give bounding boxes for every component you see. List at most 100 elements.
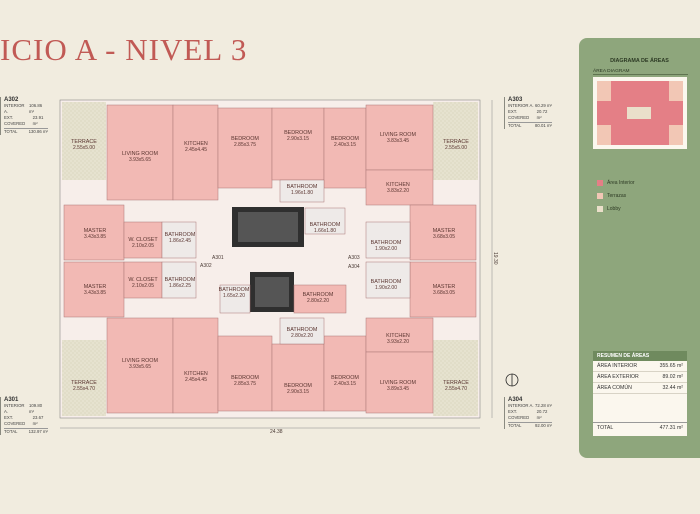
room-label: MASTER — [84, 228, 107, 234]
interior-value: 72.28 m² — [535, 403, 552, 408]
north-arrow-icon — [505, 373, 519, 387]
room-label: TERRACE — [71, 380, 97, 386]
room-label: BEDROOM — [331, 375, 359, 381]
total-value: 477.31 m² — [659, 425, 683, 431]
room-dimension: 3.89x3.45 — [387, 386, 409, 392]
swatch-icon — [597, 193, 603, 199]
bathroom-nw — [161, 221, 197, 259]
interior-value: 106.86 m² — [29, 103, 43, 114]
legend-item-lobby: Lobby — [597, 206, 621, 212]
room-dimension: 2.80x2.20 — [307, 298, 329, 304]
unit-name: A303 — [508, 97, 523, 103]
room-label: LIVING ROOM — [122, 358, 158, 364]
kitchen-a302 — [172, 104, 219, 201]
living-room-a304 — [365, 351, 434, 414]
height-dimension: 19.30 — [492, 252, 498, 265]
room-label: W. CLOSET — [128, 237, 158, 243]
summary-title: RESUMEN DE ÁREAS — [593, 351, 687, 361]
area-diagram-panel: DIAGRAMA DE ÁREAS ÁREA DIAGRAM Área Inte… — [579, 38, 700, 458]
room-dimension: 2.45x4.45 — [185, 377, 207, 383]
room-dimension: 2.10x2.05 — [132, 283, 154, 289]
room-label: MASTER — [433, 284, 456, 290]
room-label: BEDROOM — [284, 130, 312, 136]
unit-tag-a302: A302 — [200, 263, 212, 269]
interior-label: INTERIOR A. — [508, 103, 534, 108]
ext-label: EXT. COVERED — [4, 415, 26, 426]
room-dimension: 2.55x5.00 — [445, 145, 467, 151]
room-dimension: 1.65x2.20 — [223, 293, 245, 299]
room-dimension: 3.83x2.20 — [387, 188, 409, 194]
ext-value: 20.72 m² — [536, 109, 548, 120]
interior-label: INTERIOR A. — [4, 103, 25, 114]
unit-tag-a301: A301 — [212, 255, 224, 261]
room-dimension: 3.68x3.05 — [433, 234, 455, 240]
unit-info-a304: A304 INTERIOR A.72.28 m² EXT. COVERED 20.… — [504, 397, 552, 429]
room-label: TERRACE — [443, 139, 469, 145]
unit-tag-a304: A304 — [348, 264, 360, 270]
ext-label: EXT. COVERED — [508, 409, 530, 420]
room-dimension: 2.80x2.20 — [291, 333, 313, 339]
room-label: BATHROOM — [287, 184, 318, 190]
legend-item-terrace: Terrazas — [597, 193, 626, 199]
bathroom-center-s — [219, 284, 251, 314]
bathroom-ne — [365, 221, 411, 259]
bedroom-2 — [271, 107, 325, 181]
room-label: KITCHEN — [184, 141, 208, 147]
stair-south — [255, 277, 289, 307]
kitchen-a304 — [365, 317, 434, 353]
bedroom-1 — [217, 107, 273, 189]
total-label: TOTAL — [597, 425, 614, 431]
bedroom-5 — [271, 343, 325, 412]
unit-name: A301 — [4, 397, 19, 403]
living-room-a301 — [106, 317, 174, 414]
interior-label: INTERIOR A. — [4, 403, 25, 414]
summary-value: 32.44 m² — [662, 385, 683, 391]
room-dimension: 3.93x5.65 — [129, 157, 151, 163]
bathroom-south — [279, 317, 325, 345]
width-dimension: 24.38 — [270, 429, 283, 435]
terrace-ne — [433, 102, 478, 180]
total-label: TOTAL — [508, 423, 522, 428]
room-dimension: 3.93x5.65 — [129, 364, 151, 370]
room-dimension: 1.96x1.80 — [291, 190, 313, 196]
room-label: BEDROOM — [231, 375, 259, 381]
unit-info-a301: A301 INTERIOR A. 109.80 m² EXT. COVERED 23… — [0, 397, 48, 435]
interior-value: 109.80 m² — [29, 403, 43, 414]
room-dimension: 1.86x2.45 — [169, 238, 191, 244]
room-dimension: 3.68x3.05 — [433, 290, 455, 296]
room-dimension: 2.40x3.15 — [334, 381, 356, 387]
diagram-subtitle: ÁREA DIAGRAM — [593, 69, 688, 75]
bathroom-sw — [161, 261, 197, 299]
summary-label: ÁREA INTERIOR — [597, 363, 638, 369]
total-value: 130.86 m² — [28, 129, 48, 134]
room-dimension: 2.45x4.45 — [185, 147, 207, 153]
master-nw — [63, 204, 125, 261]
legend-label: Área Interior — [607, 180, 635, 186]
closet-sw — [123, 261, 163, 299]
bedroom-3 — [323, 107, 367, 189]
room-label: W. CLOSET — [128, 277, 158, 283]
terrace-sw — [62, 340, 106, 416]
master-se — [409, 261, 477, 318]
room-label: BATHROOM — [310, 222, 341, 228]
interior-label: INTERIOR A. — [508, 403, 534, 408]
unit-name: A304 — [508, 397, 523, 403]
room-dimension: 2.55x4.70 — [73, 386, 95, 392]
room-label: KITCHEN — [184, 371, 208, 377]
room-label: BATHROOM — [371, 240, 402, 246]
ext-value: 23.67 m² — [32, 415, 44, 426]
unit-name: A302 — [4, 97, 19, 103]
room-dimension: 2.90x3.15 — [287, 136, 309, 142]
diagram-title: DIAGRAMA DE ÁREAS — [610, 58, 669, 64]
room-label: LIVING ROOM — [380, 132, 416, 138]
ext-value: 20.72 m² — [536, 409, 548, 420]
total-value: 80.01 m² — [535, 123, 552, 128]
room-label: LIVING ROOM — [122, 151, 158, 157]
room-label: TERRACE — [443, 380, 469, 386]
legend-label: Terrazas — [607, 193, 627, 199]
master-sw — [63, 261, 125, 318]
